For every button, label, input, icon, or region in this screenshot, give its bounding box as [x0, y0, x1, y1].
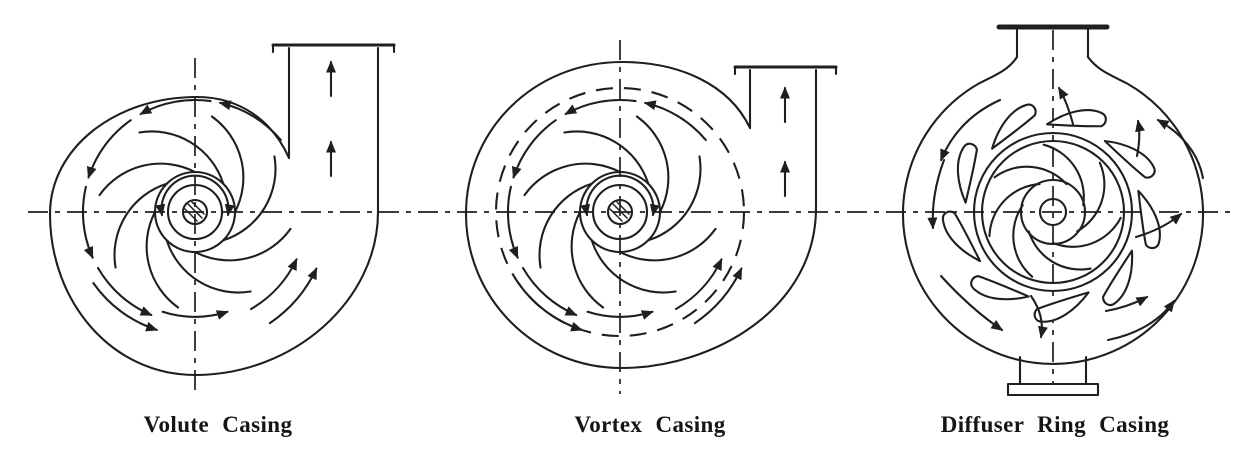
bottom-suction-pipe — [1006, 355, 1100, 397]
diffuser-caption: Diffuser Ring Casing — [941, 412, 1170, 437]
discharge-pipe — [733, 65, 838, 130]
volute-casing-panel — [48, 43, 396, 377]
impeller-hub — [1019, 178, 1087, 246]
discharge-pipe — [271, 43, 396, 160]
vortex-caption: Vortex Casing — [574, 412, 725, 437]
diffuser-ring-casing-panel — [902, 24, 1205, 397]
diffuser-casing-outline — [902, 55, 1204, 365]
vortex-casing-panel — [464, 60, 838, 370]
vortex-chamber-dashed-circle — [494, 86, 746, 338]
top-discharge-pipe — [996, 24, 1110, 59]
suction-flange — [1006, 382, 1100, 397]
volute-casing-outline — [48, 46, 380, 377]
diffuser-impeller — [975, 137, 1124, 288]
volute-caption: Volute Casing — [144, 412, 293, 437]
diffuser-ring — [972, 131, 1134, 293]
vortex-casing-outline — [464, 60, 818, 370]
diffuser-flow-arrow-icons — [927, 86, 1205, 342]
